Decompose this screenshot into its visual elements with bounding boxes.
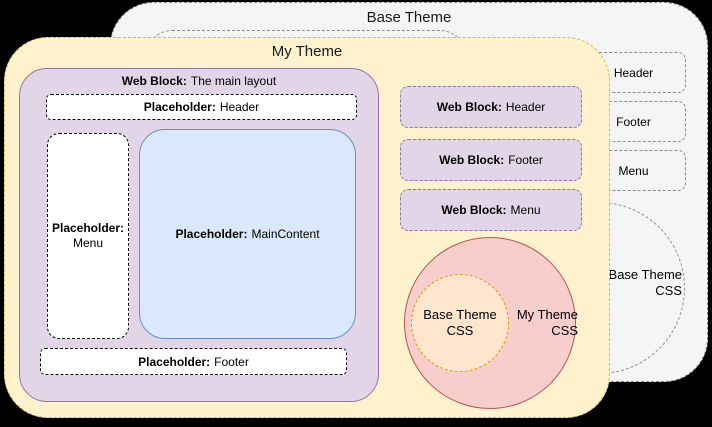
placeholder-footer: Placeholder:Footer <box>40 348 347 375</box>
web-block-header: Web Block:Header <box>400 86 582 128</box>
web-block-footer: Web Block:Footer <box>400 139 582 181</box>
base-theme-title: Base Theme <box>366 9 452 26</box>
base-theme-web-block-menu-label: Menu <box>618 163 649 178</box>
placeholder-main-content: Placeholder:MainContent <box>139 129 356 339</box>
base-theme-css-inner-circle: Base Theme CSS <box>411 274 509 372</box>
main-layout-web-block: Web Block:The main layout Placeholder:He… <box>19 68 379 402</box>
my-theme-card: My Theme Web Block:The main layout Place… <box>4 37 610 418</box>
base-theme-css-circle-label: Base Theme CSS <box>608 267 682 298</box>
my-theme-title: My Theme <box>271 43 343 60</box>
placeholder-menu: Placeholder: Menu <box>47 133 129 339</box>
main-layout-title: Web Block:The main layout <box>20 74 378 88</box>
base-theme-web-block-header-label: Header <box>613 65 654 80</box>
my-theme-css-label: My Theme CSS <box>516 307 578 338</box>
base-theme-web-block-footer-label: Footer <box>616 114 651 129</box>
placeholder-header: Placeholder:Header <box>46 94 357 120</box>
main-layout-title-name: The main layout <box>190 74 277 88</box>
web-block-menu: Web Block:Menu <box>400 189 582 231</box>
main-layout-title-prefix: Web Block: <box>121 74 187 88</box>
